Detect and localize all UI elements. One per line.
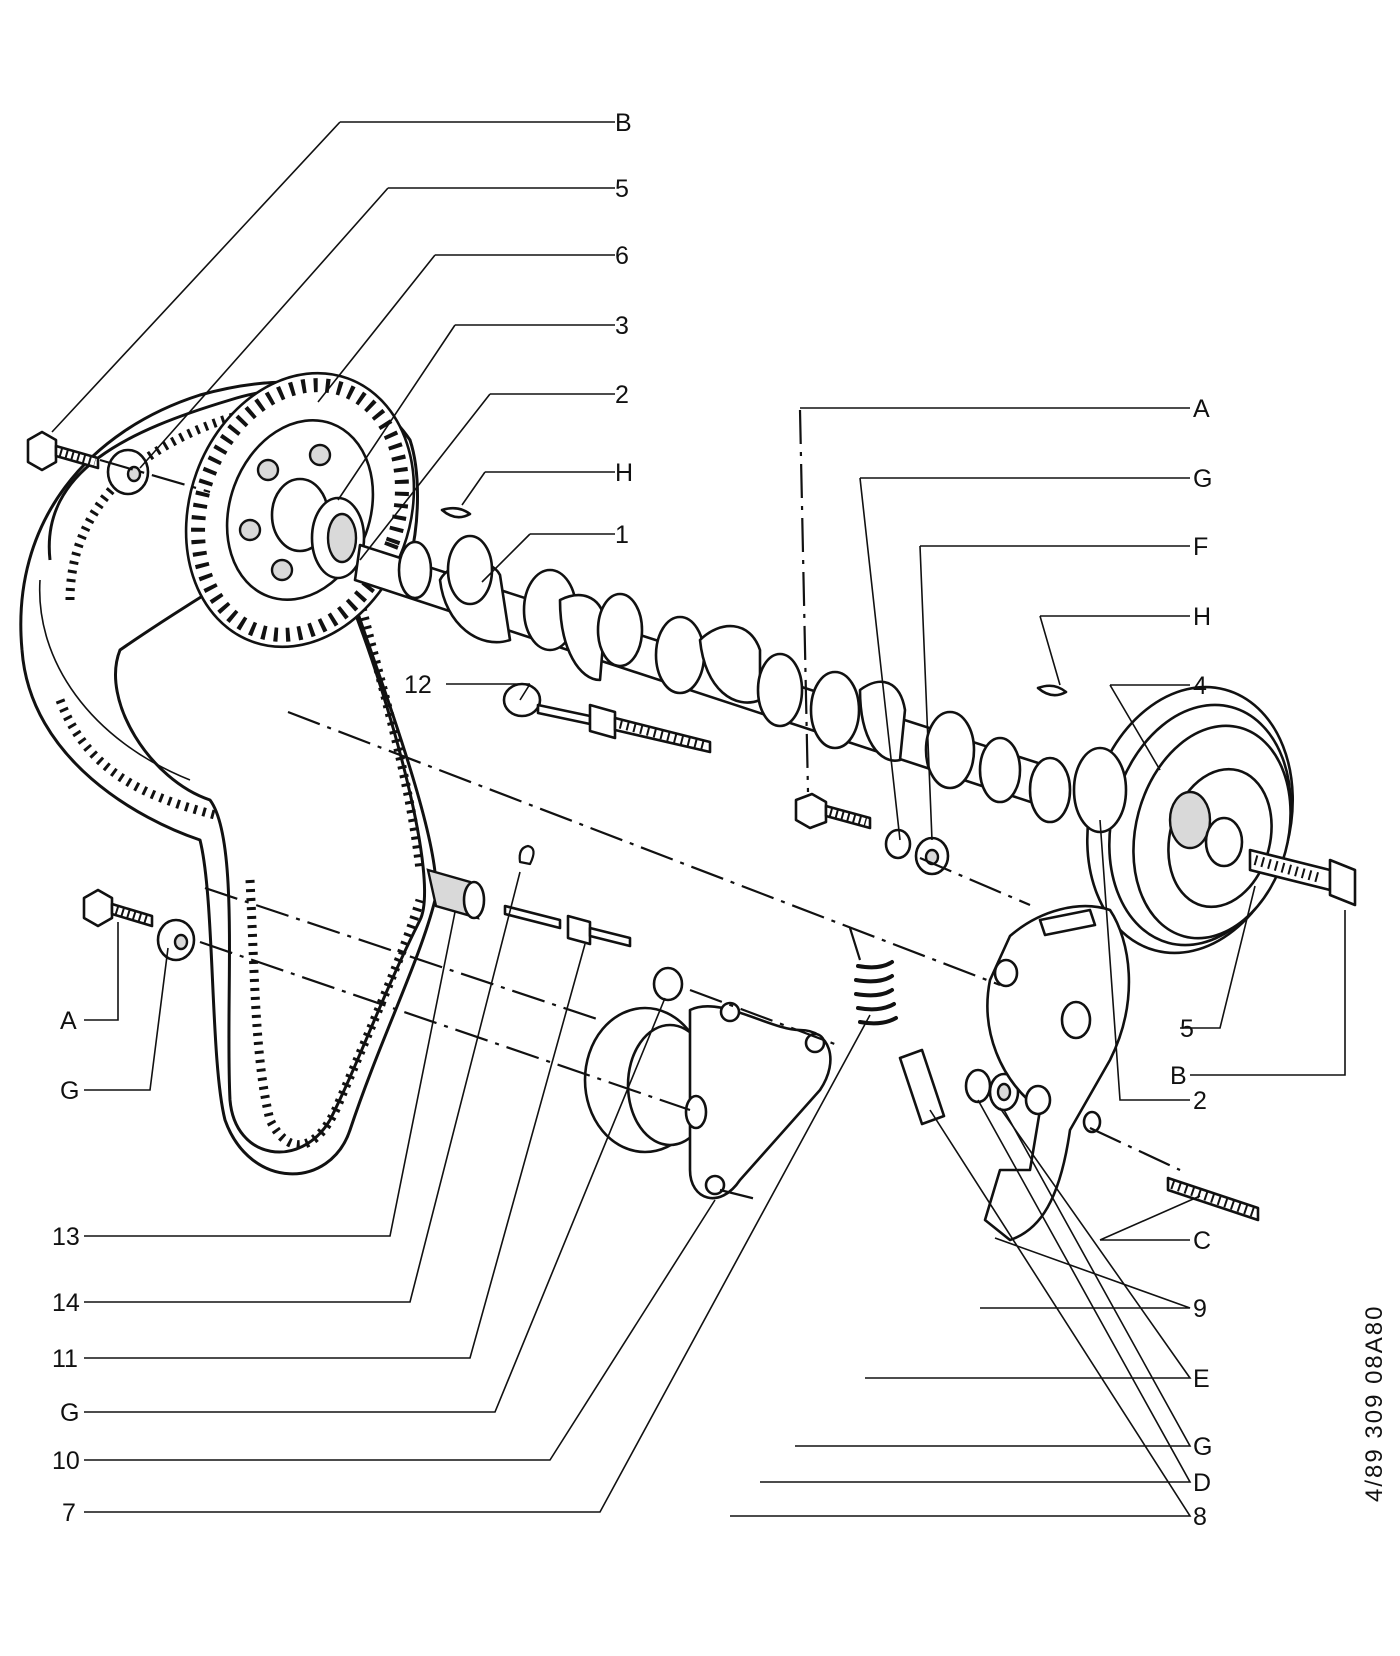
callout-3: 3 [615,312,629,340]
callout-h-right: H [1193,603,1211,631]
callout-e: E [1193,1365,1210,1393]
bracket-washer-g [884,828,912,860]
tensioner-roller [583,1001,832,1200]
callout-b-top: B [615,109,632,137]
sprocket-bolt [26,430,100,472]
washer-d [964,1068,992,1104]
callout-5-right: 5 [1180,1015,1194,1043]
woodruff-key-2 [1036,684,1068,697]
tensioner-bracket [983,904,1131,1242]
spring-clip [518,844,535,866]
plunger [898,1048,946,1126]
callout-5-top: 5 [615,175,629,203]
bracket-bolt [794,792,872,830]
callout-1: 1 [615,521,629,549]
timing-belt [19,380,438,1176]
camshaft [353,534,1072,824]
tensioner-stud [502,682,712,754]
callout-6: 6 [615,242,629,270]
woodruff-key-1 [440,506,472,519]
callout-2-right: 2 [1193,1087,1207,1115]
callout-8: 8 [1193,1503,1207,1531]
callout-14: 14 [52,1289,80,1317]
adjuster-stud [503,904,632,948]
callout-g-lower-left: G [60,1399,79,1427]
callout-9: 9 [1193,1295,1207,1323]
callout-h-top: H [615,459,633,487]
callout-g-lower-right: G [1193,1433,1212,1461]
pulley-bolt [1248,848,1357,907]
callout-10: 10 [52,1447,80,1475]
callout-d: D [1193,1469,1211,1497]
callout-a-right: A [1193,395,1210,423]
callout-b-right: B [1170,1062,1187,1090]
camshaft-lobes [397,534,1072,824]
camshaft-seal [310,496,366,580]
callout-f: F [1193,533,1208,561]
callout-labels: B 5 6 3 2 H 1 A G F H 4 12 A G 5 B 2 C 9… [52,109,1212,1531]
callout-g-right: G [1193,465,1212,493]
callout-2-top: 2 [615,381,629,409]
drawing-reference-code: 4/89 309 08A80 [1361,1305,1388,1503]
callout-a-left: A [60,1007,77,1035]
camshaft-sprocket [184,371,416,649]
tensioner-bolt [82,888,154,928]
callout-13: 13 [52,1223,80,1251]
pulley-washer [1204,816,1244,868]
tensioner-spring [854,960,898,1026]
assembly-axis-lines [99,409,1181,1202]
callout-c: C [1193,1227,1211,1255]
callout-4: 4 [1193,672,1207,700]
callout-7: 7 [62,1499,76,1527]
callout-g-left: G [60,1077,79,1105]
callout-11: 11 [52,1345,78,1373]
leader-lines [51,121,1346,1517]
adjuster-washer [652,966,684,1002]
callout-12: 12 [404,671,432,699]
bracket-stud [1166,1176,1260,1222]
spacer-sleeve [426,868,486,920]
